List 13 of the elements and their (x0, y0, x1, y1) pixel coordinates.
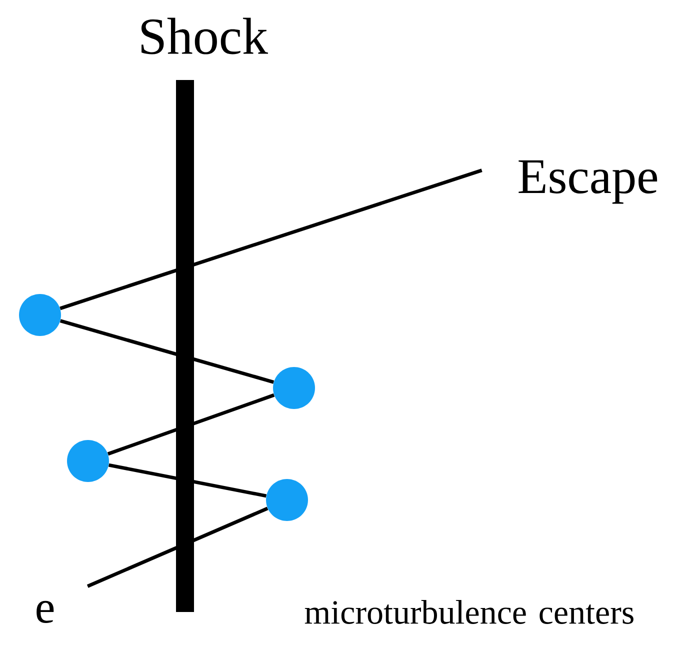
node-text: Escape (518, 160, 658, 204)
node-text: e (36, 600, 54, 624)
zigzag-path (86, 506, 268, 588)
zigzag-path (60, 319, 274, 384)
turbulence-center (67, 440, 109, 482)
zigzag-path (60, 168, 482, 310)
shock-label: Shock (141, 18, 268, 54)
turbulence-center (266, 479, 308, 521)
turbulence-center (19, 294, 61, 336)
zigzag-path (107, 393, 275, 456)
caption-text: microturbulence centers (304, 600, 634, 624)
turbulence-center (273, 367, 315, 409)
zigzag-path (108, 463, 267, 498)
